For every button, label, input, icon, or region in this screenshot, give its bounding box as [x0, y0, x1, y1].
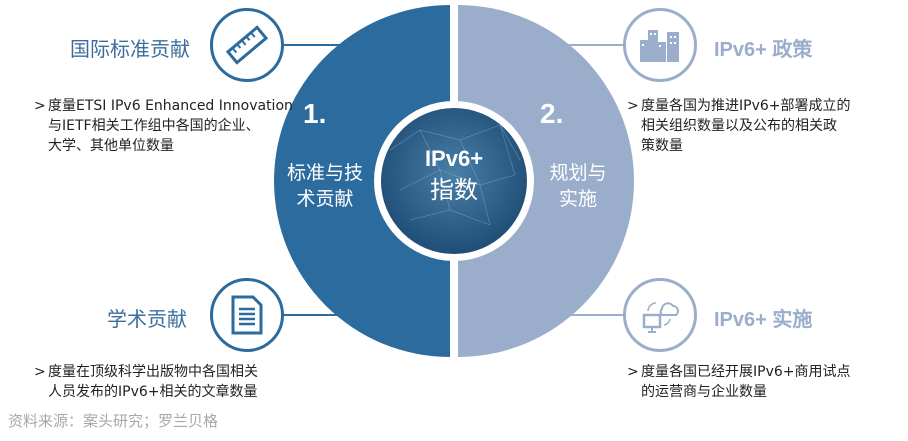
- policy-line-1: 度量各国为推进IPv6+部署成立的: [641, 98, 851, 114]
- policy-title: IPv6+ 政策: [714, 39, 813, 61]
- policy-line-3: 策数量: [641, 138, 683, 154]
- standards-description: > 度量ETSI IPv6 Enhanced Innovation 与IETF相…: [34, 96, 293, 156]
- academic-title: 学术贡献: [107, 307, 187, 331]
- segment-label-2: 规划与 实施: [538, 160, 618, 212]
- standards-line-2: 与IETF相关工作组中各国的企业、: [48, 118, 260, 134]
- center-label-line1: IPv6+: [424, 146, 484, 171]
- buildings-icon: [623, 8, 697, 82]
- segment-label-1-line2: 术贡献: [296, 188, 354, 210]
- segment-planning: [458, 5, 634, 357]
- segment-label-1-line1: 标准与技: [286, 162, 363, 184]
- policy-line-2: 相关组织数量以及公布的相关政: [641, 118, 837, 134]
- implementation-description: > 度量各国已经开展IPv6+商用试点 的运营商与企业数量: [627, 362, 851, 402]
- center-label-line2: 指数: [430, 176, 478, 204]
- academic-line-1: 度量在顶级科学出版物中各国相关: [48, 364, 258, 380]
- bullet-arrow: >: [627, 98, 639, 114]
- center-label: IPv6+ 指数: [394, 145, 514, 207]
- implementation-line-1: 度量各国已经开展IPv6+商用试点: [641, 364, 851, 380]
- network-pattern: [389, 124, 521, 226]
- academic-description: > 度量在顶级科学出版物中各国相关 人员发布的IPv6+相关的文章数量: [34, 362, 258, 402]
- ruler-icon: [210, 8, 284, 82]
- implementation-line-2: 的运营商与企业数量: [641, 384, 767, 400]
- cloud-computer-icon: [623, 278, 697, 352]
- segment-number-2: 2.: [540, 98, 564, 129]
- document-icon: [210, 278, 284, 352]
- policy-description: > 度量各国为推进IPv6+部署成立的 相关组织数量以及公布的相关政 策数量: [627, 96, 851, 156]
- segment-label-2-line1: 规划与: [549, 162, 607, 184]
- bullet-arrow: >: [627, 364, 639, 380]
- segment-number-1: 1.: [303, 98, 327, 129]
- segment-standards: [274, 5, 450, 357]
- academic-line-2: 人员发布的IPv6+相关的文章数量: [48, 384, 258, 400]
- center-circle: [381, 108, 527, 254]
- bullet-arrow: >: [34, 98, 46, 114]
- standards-line-3: 大学、其他单位数量: [48, 138, 174, 154]
- bullet-arrow: >: [34, 364, 46, 380]
- segment-label-1: 标准与技 术贡献: [280, 160, 370, 212]
- implementation-title: IPv6+ 实施: [714, 309, 813, 331]
- source-note: 资料来源：案头研究；罗兰贝格: [8, 412, 219, 430]
- standards-line-1: 度量ETSI IPv6 Enhanced Innovation: [48, 98, 293, 114]
- standards-title: 国际标准贡献: [70, 37, 190, 61]
- segment-label-2-line2: 实施: [558, 188, 597, 210]
